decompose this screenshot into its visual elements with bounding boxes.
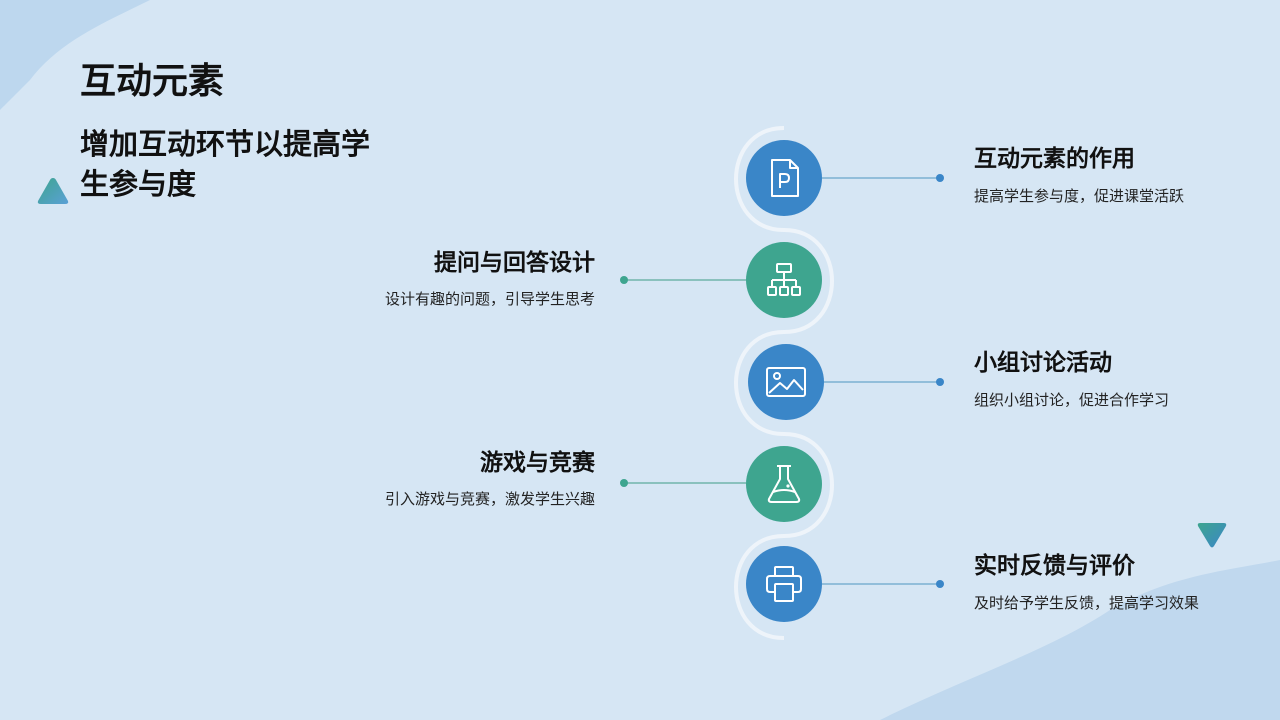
connector-dot-3: [936, 378, 944, 386]
document-p-icon: [771, 159, 799, 197]
triangle-down-icon: [1197, 523, 1227, 548]
node-2: [746, 242, 822, 318]
node-5: [746, 546, 822, 622]
item-5-desc: 及时给予学生反馈，提高学习效果: [974, 594, 1200, 612]
node-1: [746, 140, 822, 216]
triangle-up-icon: [37, 178, 69, 204]
page-title: 互动元素: [80, 61, 225, 102]
item-2-title: 提问与回答设计: [434, 250, 595, 276]
item-3-desc: 组织小组讨论，促进合作学习: [974, 391, 1170, 409]
item-3-title: 小组讨论活动: [974, 350, 1112, 376]
connector-dot-1: [936, 174, 944, 182]
page-subtitle: 增加互动环节以提高学生参与度: [80, 127, 371, 201]
hierarchy-icon: [767, 263, 801, 296]
image-icon: [766, 367, 806, 397]
item-4-desc: 引入游戏与竞赛，激发学生兴趣: [384, 490, 595, 508]
connector-dot-2: [620, 276, 628, 284]
flask-icon: [767, 465, 801, 503]
connector-dot-5: [936, 580, 944, 588]
item-4-title: 游戏与竞赛: [480, 450, 595, 476]
connector-dot-4: [620, 479, 628, 487]
timeline-curve: [734, 126, 834, 640]
item-2-desc: 设计有趣的问题，引导学生思考: [384, 290, 595, 308]
node-3: [748, 344, 824, 420]
printer-icon: [766, 566, 802, 602]
item-1-title: 互动元素的作用: [974, 146, 1135, 172]
item-1-desc: 提高学生参与度，促进课堂活跃: [974, 187, 1185, 205]
item-5-title: 实时反馈与评价: [974, 553, 1135, 579]
node-4: [746, 446, 822, 522]
